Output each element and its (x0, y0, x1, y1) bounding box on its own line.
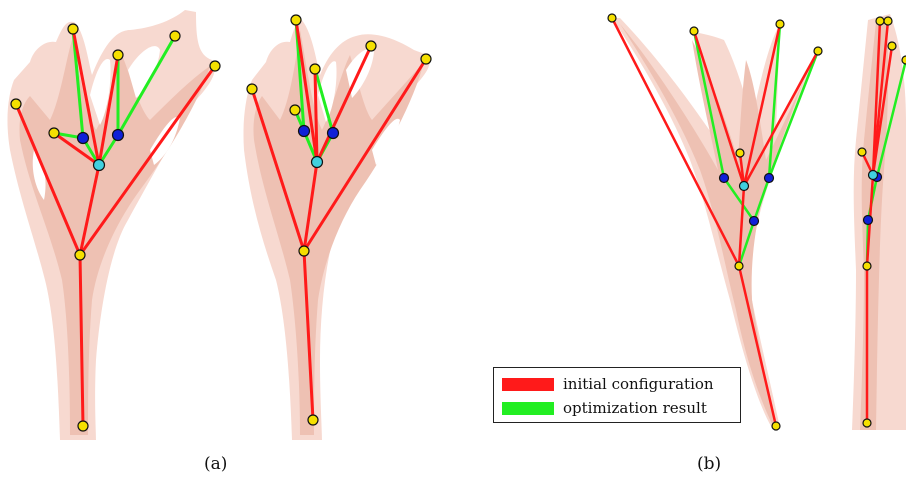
red-segment (742, 49, 820, 188)
joint-inner (326, 126, 340, 140)
joint-inner (862, 214, 874, 226)
joint-end (775, 19, 785, 29)
joint-inner (748, 215, 760, 227)
joint-branch (862, 261, 872, 271)
joint-end (67, 23, 79, 35)
joint-root (867, 169, 879, 181)
joint-end (857, 147, 867, 157)
red-segment (97, 53, 120, 167)
green-segment (313, 67, 335, 135)
joint-end (246, 83, 258, 95)
green-segment (752, 176, 771, 223)
red-segment (302, 57, 428, 253)
legend-item-initial: initial configuration (502, 374, 714, 394)
joint-end (420, 53, 432, 65)
green-segment (875, 58, 906, 179)
red-segment (610, 16, 741, 268)
joint-inner (111, 128, 125, 142)
red-segment (738, 151, 746, 188)
legend: initial configuration optimization resul… (493, 367, 741, 423)
joint-end (309, 63, 321, 75)
red-segment (737, 264, 778, 428)
red-segment (78, 253, 85, 428)
joint-end (169, 30, 181, 42)
red-segment (78, 64, 217, 257)
joint-end (887, 41, 897, 51)
legend-swatch-red (502, 377, 554, 391)
red-segment (692, 29, 746, 188)
green-segment (722, 176, 756, 223)
caption-a: (a) (204, 454, 228, 474)
joint-end (10, 98, 22, 110)
joint-branch (734, 261, 744, 271)
legend-label-initial: initial configuration (563, 375, 714, 393)
red-segment (871, 44, 894, 177)
green-segment (116, 34, 177, 137)
legend-swatch-green (502, 401, 554, 415)
red-segment (302, 160, 319, 253)
joint-root (92, 158, 106, 172)
joint-markers (10, 13, 906, 432)
green-segment (692, 29, 726, 180)
tissue-a-left (7, 10, 215, 440)
green-segment (71, 27, 85, 140)
red-segment (871, 19, 882, 177)
joint-inner (763, 172, 775, 184)
joint-end (209, 60, 221, 72)
joint-root (738, 180, 750, 192)
joint-end (875, 16, 885, 26)
joint-end (901, 55, 906, 65)
red-segment (871, 19, 890, 177)
joint-branch (74, 249, 86, 261)
green-segment (767, 49, 820, 180)
joint-end (112, 49, 124, 61)
red-segment (294, 18, 319, 164)
joint-end (365, 40, 377, 52)
tissue-b-right (852, 14, 906, 430)
joint-inner (718, 172, 730, 184)
tissue-a-right (243, 18, 431, 440)
red-segment (14, 102, 82, 257)
red-segment (302, 249, 315, 422)
joint-end (862, 418, 872, 428)
initial-skeleton (14, 16, 894, 428)
red-segment (313, 67, 319, 164)
caption-b: (b) (697, 454, 722, 474)
green-segment (767, 22, 782, 180)
joint-root (310, 155, 324, 169)
joint-end (607, 13, 617, 23)
red-segment (250, 87, 306, 253)
red-segment (78, 163, 101, 257)
joint-end (735, 148, 745, 158)
joint-end (689, 26, 699, 36)
legend-item-optimized: optimization result (502, 398, 707, 418)
red-segment (742, 22, 782, 188)
red-segment (52, 131, 101, 167)
green-segment (737, 219, 756, 268)
joint-end (289, 104, 301, 116)
joint-end (48, 127, 60, 139)
red-segment (315, 44, 373, 164)
joint-end (813, 46, 823, 56)
legend-label-optimized: optimization result (563, 399, 707, 417)
joint-end (771, 421, 781, 431)
joint-end (290, 14, 302, 26)
joint-end (883, 16, 893, 26)
joint-inner (297, 124, 311, 138)
joint-inner (76, 131, 90, 145)
red-segment (71, 27, 101, 167)
joint-end (307, 414, 319, 426)
joint-branch (298, 245, 310, 257)
red-segment (737, 184, 746, 268)
joint-end (77, 420, 89, 432)
